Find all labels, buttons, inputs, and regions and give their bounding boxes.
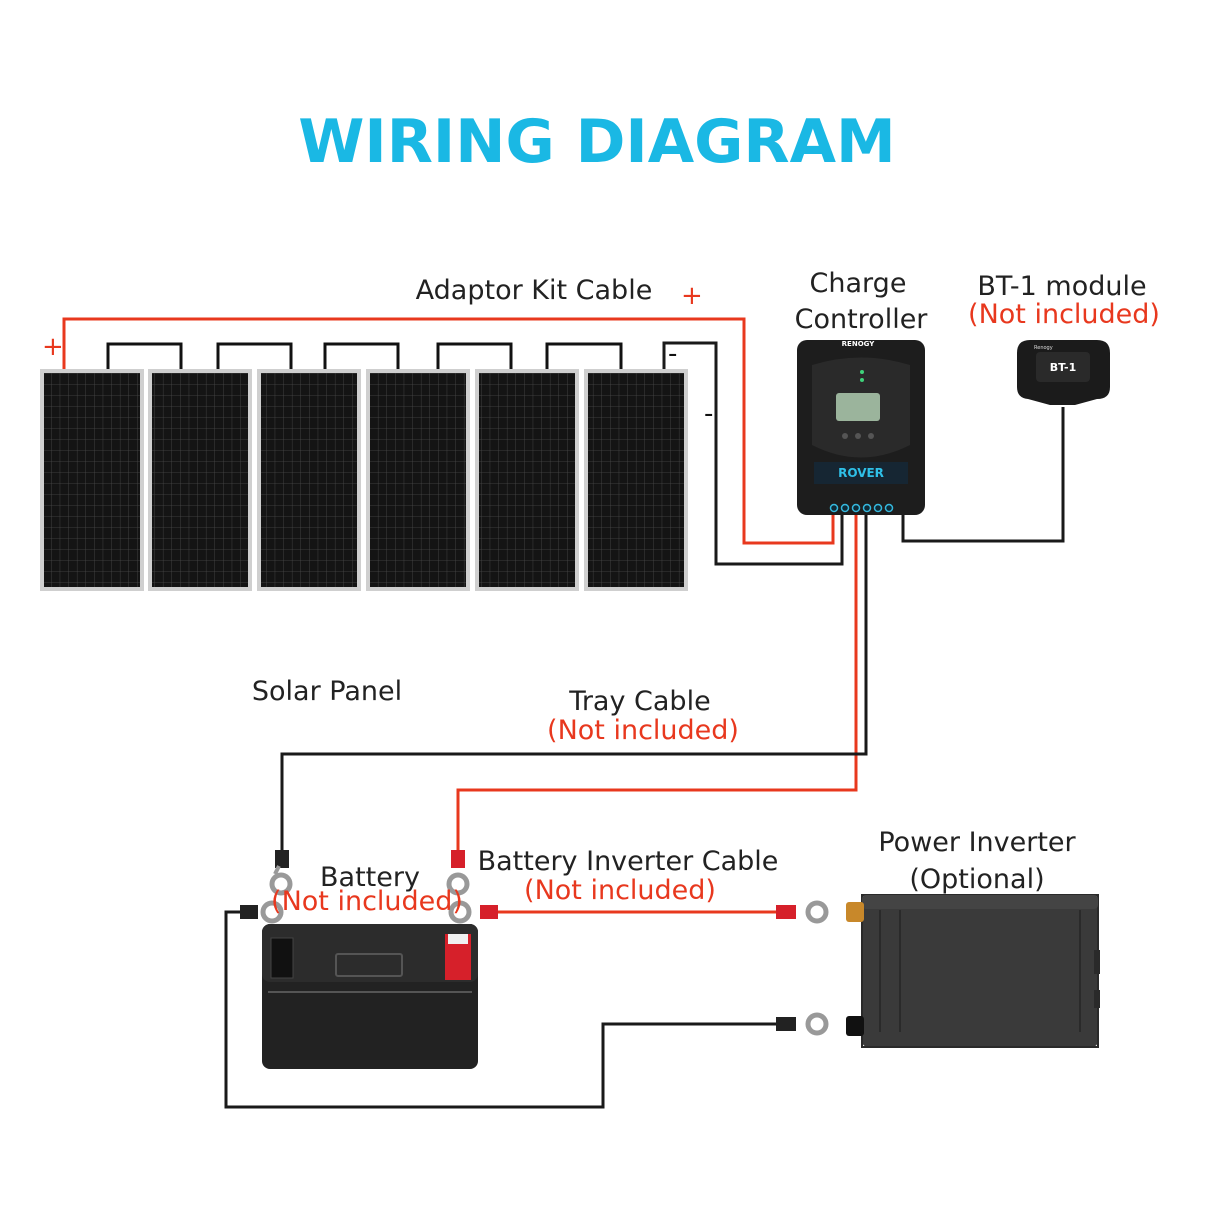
ring-terminal-icon xyxy=(448,900,498,924)
bt1-module-note: (Not included) xyxy=(968,299,1160,330)
battery-note: (Not included) xyxy=(271,886,463,917)
bt1-module-icon: BT-1 Renogy xyxy=(1017,340,1110,405)
charge-controller-icon: RENOGY ROVER xyxy=(797,340,925,515)
ring-terminal-icon xyxy=(240,900,284,924)
controller-terminals xyxy=(829,503,894,513)
ring-terminal-icon xyxy=(776,1012,829,1036)
power-inverter-icon xyxy=(846,894,1100,1048)
solar-panel-icon xyxy=(366,369,470,591)
bt1-communication-cable xyxy=(901,407,1065,543)
battery-inverter-cable-label: Battery Inverter Cable xyxy=(478,846,779,877)
ring-terminal-icon xyxy=(776,900,829,924)
adaptor-negative-sign: - xyxy=(704,399,713,429)
bt1-module-label: BT-1 module xyxy=(977,271,1146,302)
panel-negative-sign: - xyxy=(668,339,677,369)
tray-cable-note: (Not included) xyxy=(547,715,739,746)
charge-controller-label-line2: Controller xyxy=(795,304,929,335)
inverter-negative-wire xyxy=(224,910,778,1109)
controller-model-label: ROVER xyxy=(838,466,884,480)
panel-series-jumpers xyxy=(106,342,623,369)
adaptor-kit-negative-wire xyxy=(662,341,844,566)
battery-label: Battery xyxy=(320,862,420,893)
ring-terminal-icon xyxy=(446,850,470,896)
adaptor-kit-positive-wire xyxy=(62,317,835,545)
adaptor-kit-cable-label: Adaptor Kit Cable xyxy=(416,275,653,306)
charge-controller-label-line1: Charge xyxy=(810,268,907,299)
battery-icon xyxy=(262,924,478,1069)
diagram-title: WIRING DIAGRAM xyxy=(298,107,896,177)
battery-inverter-cable-note: (Not included) xyxy=(524,875,716,906)
controller-brand-label: RENOGY xyxy=(842,340,876,348)
panel-positive-sign: + xyxy=(42,332,64,362)
tray-cable-negative-wire xyxy=(280,512,868,852)
bt1-device-label: BT-1 xyxy=(1050,361,1077,374)
solar-panel-array xyxy=(40,342,688,591)
solar-panel-icon xyxy=(40,369,144,591)
solar-panel-icon xyxy=(148,369,252,591)
solar-panel-icon xyxy=(257,369,361,591)
tray-cable-positive-wire xyxy=(456,512,858,852)
bt1-brand-label: Renogy xyxy=(1034,345,1053,351)
ring-terminal-icon xyxy=(269,850,293,896)
solar-panel-label: Solar Panel xyxy=(252,676,402,707)
solar-panel-icon xyxy=(584,369,688,591)
adaptor-positive-sign: + xyxy=(681,281,703,311)
solar-panel-icon xyxy=(475,369,579,591)
tray-cable-label: Tray Cable xyxy=(568,686,710,717)
power-inverter-note: (Optional) xyxy=(909,864,1044,895)
power-inverter-label: Power Inverter xyxy=(878,827,1076,858)
